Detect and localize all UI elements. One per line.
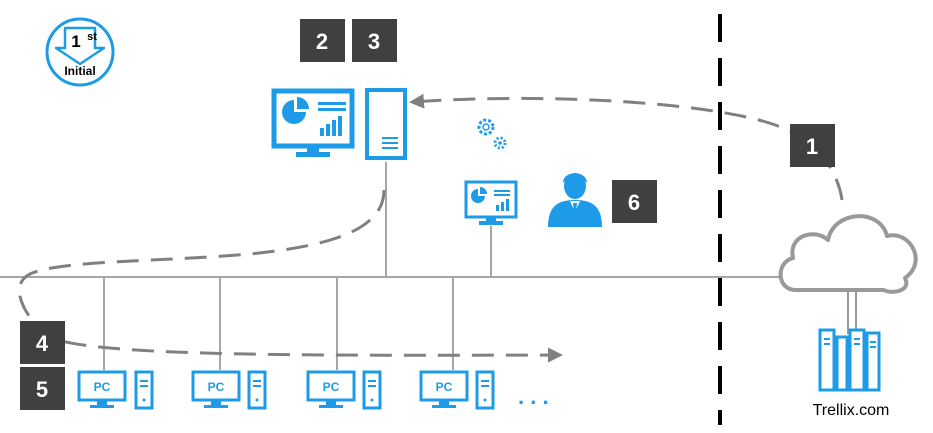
pc-label: PC [94,380,111,394]
cloud-icon [778,214,918,294]
cloud-connector-lines [847,292,857,334]
monitor-chart-icon [271,88,355,157]
step-box-3: 3 [352,19,397,62]
server-to-pcs-arrow [17,189,563,363]
step-6-label: 6 [628,190,640,215]
step-5-label: 5 [36,377,48,402]
step-box-2: 2 [300,19,345,62]
pc-icon: PC [77,370,127,408]
pc-group-1: PC [77,370,154,410]
pc-tower-icon [475,370,495,410]
badge-number: 1 [71,32,80,51]
badge-superscript: st [87,31,97,43]
step-box-5: 5 [20,367,65,410]
step-box-6: 6 [612,180,657,223]
step-box-4: 4 [20,321,65,364]
step-2-label: 2 [316,29,328,54]
step-box-1: 1 [790,124,835,167]
pc-label: PC [208,380,225,394]
pc-group-4: PC [419,370,495,410]
pc-tower-icon [134,370,154,410]
server-rack-icon [818,328,881,392]
badge-label: Initial [64,64,95,78]
pc-icon: PC [191,370,241,408]
step-4-label: 4 [36,331,49,356]
pc-label: PC [436,380,453,394]
pc-icon: PC [306,370,356,408]
network-lines [0,162,790,370]
gears-icon [477,118,507,150]
pc-label: PC [323,380,340,394]
step-1-label: 1 [806,134,818,159]
pc-tower-icon [362,370,382,410]
server-tower-icon [365,88,407,160]
down-arrow-icon [54,26,106,66]
pc-group-2: PC [191,370,267,410]
pc-icon: PC [419,370,469,408]
pc-tower-icon [247,370,267,410]
step-3-label: 3 [368,29,380,54]
pc-group-3: PC [306,370,382,410]
initial-badge: 1 st Initial [45,17,115,87]
monitor-chart-icon-small [464,180,518,225]
more-pcs-ellipsis: . . . [518,384,549,409]
cloud-caption: Trellix.com [813,402,890,419]
user-icon [548,173,602,227]
